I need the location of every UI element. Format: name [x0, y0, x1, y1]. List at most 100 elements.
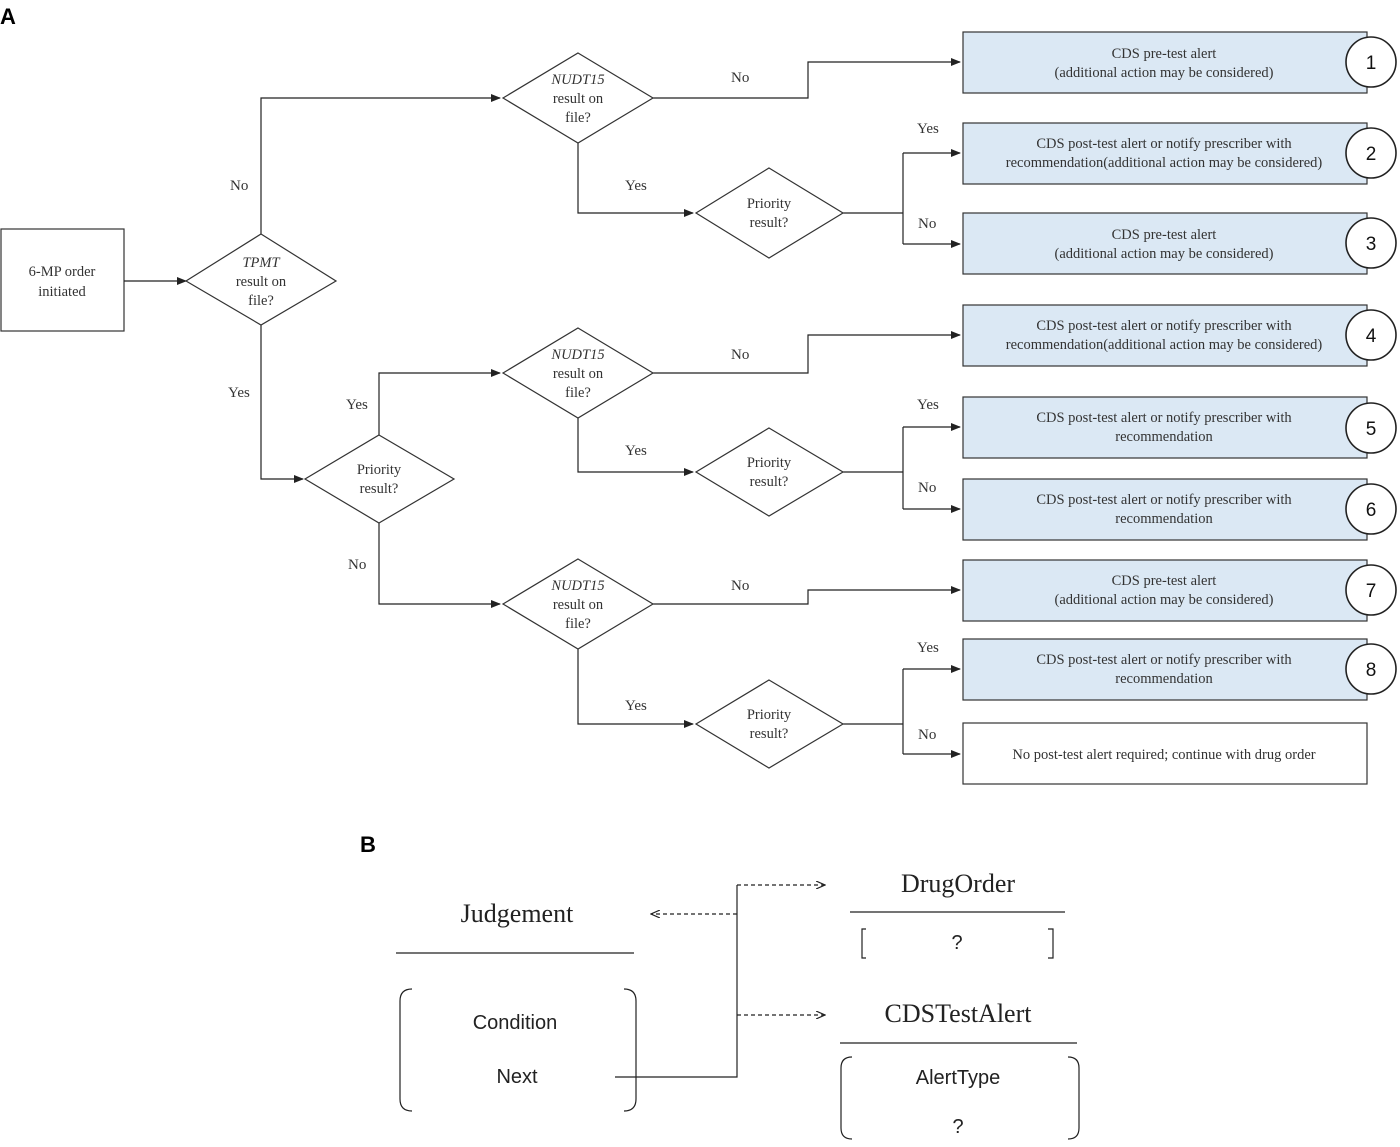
judgement-bracket-right — [623, 988, 637, 1112]
label-n1-no: No — [731, 70, 749, 86]
nudt15-3-gene: NUDT15 — [550, 578, 604, 594]
arrow-pt-no — [378, 523, 501, 608]
outcome-4: CDS post-test alert or notify prescriber… — [962, 304, 1397, 367]
outcome-7-line2: (additional action may be considered) — [1054, 592, 1273, 608]
cdstestalert-bracket-right — [1067, 1056, 1080, 1140]
decision-tpmt: TPMT result on file? — [184, 233, 338, 326]
judgement-bracket-left — [399, 988, 413, 1112]
outcome-4-line2: recommendation(additional action may be … — [1006, 337, 1323, 353]
outcome-5: CDS post-test alert or notify prescriber… — [962, 396, 1397, 459]
outcome-5-number: 5 — [1366, 419, 1377, 440]
outcome-6-number: 6 — [1366, 500, 1377, 521]
priority-tpmt-line1: Priority — [357, 462, 402, 478]
decision-nudt15-3: NUDT15 result on file? — [501, 558, 655, 650]
label-n2-no: No — [731, 347, 749, 363]
drugorder-bracket-right — [1048, 928, 1054, 959]
outcome-7: CDS pre-test alert (additional action ma… — [962, 559, 1397, 622]
label-p3-no: No — [918, 727, 936, 743]
label-pt-yes: Yes — [346, 397, 368, 413]
outcome-2-line1: CDS post-test alert or notify prescriber… — [1036, 136, 1292, 152]
arrow-pt-yes — [378, 369, 501, 435]
priority-3-line1: Priority — [747, 707, 792, 723]
label-n3-yes: Yes — [625, 698, 647, 714]
outcome-8: CDS post-test alert or notify prescriber… — [962, 638, 1397, 701]
label-p1-no: No — [918, 216, 936, 232]
class-drugorder: DrugOrder ? — [850, 869, 1065, 959]
outcome-3-line1: CDS pre-test alert — [1112, 227, 1217, 243]
outcome-8-number: 8 — [1366, 660, 1377, 681]
panel-b-connectors — [615, 885, 825, 1078]
nudt15-2-line3: file? — [565, 385, 591, 401]
panel-a-label: A — [0, 4, 16, 29]
arrow-n2-yes — [577, 418, 694, 476]
outcome-1-number: 1 — [1366, 53, 1377, 74]
start-line2: initiated — [38, 284, 86, 300]
arrow-tpmt-yes — [260, 325, 304, 483]
outcome-1-line1: CDS pre-test alert — [1112, 46, 1217, 62]
outcome-7-line1: CDS pre-test alert — [1112, 573, 1217, 589]
edge-labels: No Yes No Yes Yes No Yes No No Yes Yes N… — [228, 70, 939, 743]
outcome-3-number: 3 — [1366, 234, 1377, 255]
class-judgement: Judgement Condition Next — [396, 899, 637, 1112]
arrow-n3-yes — [577, 649, 694, 728]
label-p3-yes: Yes — [917, 640, 939, 656]
outcome-final-text: No post-test alert required; continue wi… — [1012, 747, 1315, 763]
nudt15-2-line2: result on — [553, 366, 604, 382]
outcome-3-line2: (additional action may be considered) — [1054, 246, 1273, 262]
arrow-n3-no — [653, 586, 961, 605]
judgement-title: Judgement — [461, 899, 574, 928]
nudt15-3-line3: file? — [565, 616, 591, 632]
tpmt-line3: file? — [248, 293, 274, 309]
class-cdstestalert: CDSTestAlert AlertType ? — [840, 999, 1080, 1140]
outcome-6: CDS post-test alert or notify prescriber… — [962, 478, 1397, 541]
label-n3-no: No — [731, 578, 749, 594]
drugorder-field-placeholder: ? — [951, 932, 962, 954]
outcome-2-number: 2 — [1366, 144, 1377, 165]
outcome-2: CDS post-test alert or notify prescriber… — [962, 122, 1397, 185]
nudt15-1-line3: file? — [565, 110, 591, 126]
outcome-3: CDS pre-test alert (additional action ma… — [962, 212, 1397, 275]
decision-priority-tpmt: Priority result? — [303, 434, 456, 524]
priority-1-line1: Priority — [747, 196, 792, 212]
cdstestalert-title: CDSTestAlert — [885, 999, 1033, 1028]
cdstestalert-field-alerttype: AlertType — [916, 1067, 1000, 1089]
start-line1: 6-MP order — [29, 264, 96, 280]
tpmt-line2: result on — [236, 274, 287, 290]
drugorder-bracket-left — [861, 928, 866, 959]
judgement-field-condition: Condition — [473, 1012, 558, 1034]
nudt15-1-gene: NUDT15 — [550, 72, 604, 88]
tpmt-gene: TPMT — [242, 255, 280, 271]
drugorder-title: DrugOrder — [901, 869, 1015, 898]
outcome-5-line2: recommendation — [1115, 429, 1213, 445]
label-tpmt-no: No — [230, 178, 248, 194]
outcome-final: No post-test alert required; continue wi… — [962, 722, 1368, 785]
outcome-4-line1: CDS post-test alert or notify prescriber… — [1036, 318, 1292, 334]
decision-nudt15-1: NUDT15 result on file? — [501, 52, 655, 144]
label-p2-yes: Yes — [917, 397, 939, 413]
judgement-field-next: Next — [496, 1066, 538, 1088]
priority-2-line2: result? — [750, 474, 789, 490]
decision-priority-3: Priority result? — [694, 679, 845, 769]
cdstestalert-bracket-left — [840, 1056, 853, 1140]
priority-1-line2: result? — [750, 215, 789, 231]
next-link-line — [615, 885, 738, 1078]
decision-priority-2: Priority result? — [694, 427, 845, 517]
priority-tpmt-line2: result? — [360, 481, 399, 497]
arrow-tpmt-no — [260, 94, 501, 234]
outcome-1-line2: (additional action may be considered) — [1054, 65, 1273, 81]
outcome-6-line1: CDS post-test alert or notify prescriber… — [1036, 492, 1292, 508]
nudt15-3-line2: result on — [553, 597, 604, 613]
outcome-8-line2: recommendation — [1115, 671, 1213, 687]
nudt15-1-line2: result on — [553, 91, 604, 107]
priority-2-line1: Priority — [747, 455, 792, 471]
outcome-1: CDS pre-test alert (additional action ma… — [962, 31, 1397, 94]
arrow-n1-no — [653, 58, 961, 99]
label-p1-yes: Yes — [917, 121, 939, 137]
connectors — [124, 58, 961, 758]
outcome-4-number: 4 — [1366, 326, 1377, 347]
label-n1-yes: Yes — [625, 178, 647, 194]
label-tpmt-yes: Yes — [228, 385, 250, 401]
outcome-2-line2: recommendation(additional action may be … — [1006, 155, 1323, 171]
label-p2-no: No — [918, 480, 936, 496]
